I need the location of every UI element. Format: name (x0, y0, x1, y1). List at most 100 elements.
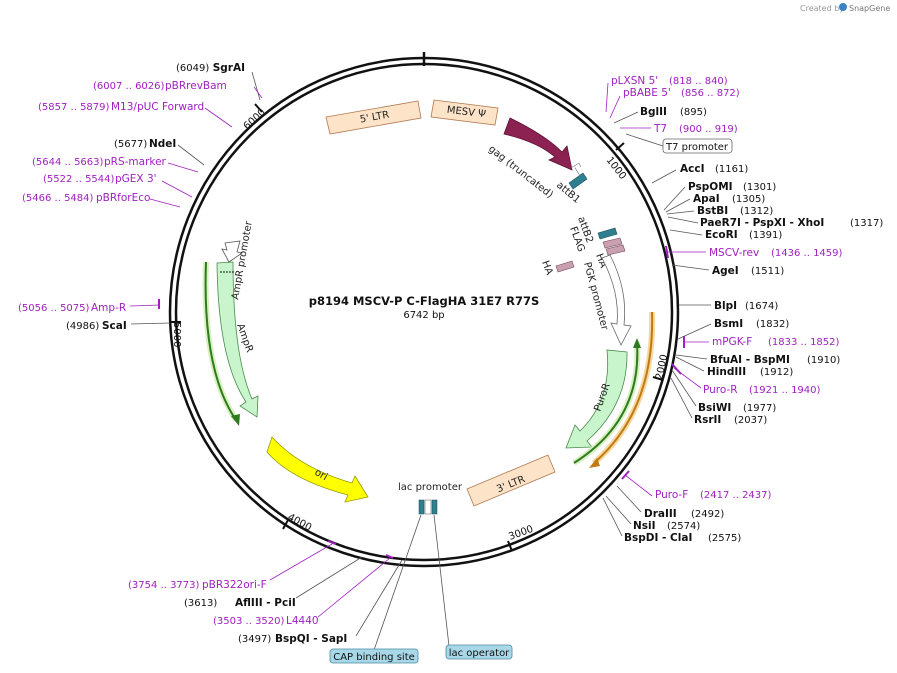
primer-pbabe-name[interactable]: pBABE 5' (623, 87, 671, 99)
feature-mesv[interactable] (430, 99, 499, 126)
site-rsrii-name[interactable]: RsrII (694, 414, 721, 426)
primer-m13-name[interactable]: M13/pUC Forward (111, 101, 204, 113)
primer-prs-range: (5644 .. 5663) (32, 157, 104, 168)
primer-pbrrevbam-range: (6007 .. 6026) (93, 81, 165, 92)
tick-label-2000: 2000 (654, 353, 670, 380)
orf-orange-head (589, 458, 600, 468)
primer-pbabe-range: (856 .. 872) (681, 88, 740, 99)
feature-ori[interactable] (266, 436, 369, 503)
site-nsii-pos: (2574) (667, 521, 700, 532)
primer-plxsn-name[interactable]: pLXSN 5' (611, 75, 658, 87)
site-bspdi-name[interactable]: BspDI - ClaI (624, 532, 692, 544)
site-hindiii-name[interactable]: HindIII (707, 366, 746, 378)
site-apai-pos: (1305) (732, 194, 765, 205)
primer-pbrrevbam-name[interactable]: pBRrevBam (165, 80, 227, 92)
feature-ha1[interactable] (605, 244, 626, 256)
primer-t7-name[interactable]: T7 (653, 123, 667, 135)
attb1-marker (570, 162, 582, 169)
orf-green-head (633, 338, 641, 348)
feature-mesv-label: MESV Ψ (446, 105, 486, 121)
plasmid-name: p8194 MSCV-P C-FlagHA 31E7 R77S (309, 294, 539, 308)
primer-puror-name[interactable]: Puro-R (703, 384, 738, 396)
cap-binding-site-box[interactable] (329, 648, 419, 664)
primer-purof-name[interactable]: Puro-F (655, 489, 688, 501)
site-scai-pos: (4986) (66, 321, 99, 332)
cap-binding-site-label: CAP binding site (333, 652, 415, 663)
feature-3ltr[interactable] (466, 454, 556, 507)
feature-gag[interactable] (503, 117, 573, 171)
feature-puror[interactable] (565, 349, 628, 449)
site-paer7i-name[interactable]: PaeR7I - PspXI - XhoI (700, 217, 824, 229)
primer-pgex-name[interactable]: pGEX 3' (115, 173, 157, 185)
feature-attb2[interactable] (597, 227, 618, 240)
site-bsiwi-name[interactable]: BsiWI (698, 402, 731, 414)
primer-pbrforeco-range: (5466 .. 5484) (22, 193, 94, 204)
site-blpi-name[interactable]: BlpI (714, 300, 737, 312)
tick-label-5000: 5000 (171, 322, 182, 347)
primer-puror-range: (1921 .. 1940) (749, 385, 821, 396)
site-hindiii-pos: (1912) (760, 367, 793, 378)
feature-lac-promoter[interactable] (418, 499, 438, 515)
primer-mpgkf-range: (1833 .. 1852) (768, 337, 840, 348)
site-ndei-pos: (5677) (114, 139, 147, 150)
feature-gag-label: gag (truncated) (486, 144, 555, 201)
snapgene-credit: Created by SnapGene (800, 3, 890, 13)
snapgene-logo-icon (839, 3, 847, 11)
site-acci-name[interactable]: AccI (680, 163, 704, 175)
primer-pbrforeco-name[interactable]: pBRforEco (96, 192, 150, 204)
feature-attb1[interactable] (568, 172, 588, 190)
feature-pgk-label: PGK promoter (581, 261, 610, 332)
site-draiii-name[interactable]: DraIII (644, 508, 677, 520)
site-bglii-pos: (895) (680, 107, 707, 118)
site-blpi-pos: (1674) (745, 301, 778, 312)
credit-brand: SnapGene (849, 4, 890, 13)
tick-label-6000: 6000 (242, 107, 268, 132)
site-bsmi-name[interactable]: BsmI (714, 318, 743, 330)
t7-promoter-box[interactable] (662, 138, 733, 154)
orf-orange[interactable] (593, 311, 654, 464)
primer-ampr-name[interactable]: Amp-R (91, 302, 126, 314)
feature-lacp-label: lac promoter (398, 482, 463, 493)
feature-5ltr[interactable] (325, 100, 422, 135)
orf-green[interactable] (573, 342, 639, 464)
primer-t7-range: (900 .. 919) (679, 124, 738, 135)
site-bglii-name[interactable]: BglII (640, 106, 667, 118)
site-apai-name[interactable]: ApaI (693, 193, 720, 205)
primer-purof-range: (2417 .. 2437) (700, 490, 772, 501)
feature-flag[interactable] (602, 237, 623, 249)
site-paer7i-pos: (1317) (850, 218, 883, 229)
site-bspqi-name[interactable]: BspQI - SapI (275, 633, 347, 645)
primer-mscvrev-name[interactable]: MSCV-rev (709, 247, 759, 259)
orf-ampr-head (231, 414, 240, 426)
primer-pbr322-name[interactable]: pBR322ori-F (202, 579, 267, 591)
feature-ha2[interactable] (555, 260, 575, 273)
feature-ampr-promoter[interactable] (221, 240, 244, 263)
site-pspomi-name[interactable]: PspOMI (688, 181, 733, 193)
site-scai-name[interactable]: ScaI (102, 320, 127, 332)
primer-m13-range: (5857 .. 5879) (38, 102, 110, 113)
feature-ampr[interactable] (216, 261, 259, 418)
orf-ampr[interactable] (204, 261, 237, 421)
lac-operator-box[interactable] (445, 644, 513, 660)
primer-l4440-range: (3503 .. 3520) (213, 616, 285, 627)
primer-l4440-name[interactable]: L4440 (286, 615, 319, 627)
site-ecori-name[interactable]: EcoRI (705, 229, 738, 241)
site-bfuai-name[interactable]: BfuAI - BspMI (710, 354, 790, 366)
feature-pgk-promoter[interactable] (601, 254, 632, 346)
site-sgrai-name[interactable]: SgrAI (213, 62, 245, 74)
site-agei-name[interactable]: AgeI (712, 265, 739, 277)
site-ndei-name[interactable]: NdeI (149, 138, 176, 150)
credit-text: Created by (800, 4, 844, 13)
primer-mpgkf-name[interactable]: mPGK-F (712, 336, 752, 348)
primer-prs-name[interactable]: pRS-marker (104, 156, 167, 168)
site-sgrai-pos: (6049) (176, 63, 209, 74)
site-afliii-name[interactable]: AflIII - PciI (235, 597, 296, 609)
site-agei-pos: (1511) (751, 266, 784, 277)
primer-ampr-range: (5056 .. 5075) (18, 303, 90, 314)
site-ecori-pos: (1391) (749, 230, 782, 241)
primer-pgex-range: (5522 .. 5544) (43, 174, 115, 185)
site-bstbi-name[interactable]: BstBI (697, 205, 728, 217)
site-nsii-name[interactable]: NsiI (633, 520, 656, 532)
primer-mscvrev-range: (1436 .. 1459) (771, 248, 843, 259)
primer-plxsn-range: (818 .. 840) (669, 76, 728, 87)
